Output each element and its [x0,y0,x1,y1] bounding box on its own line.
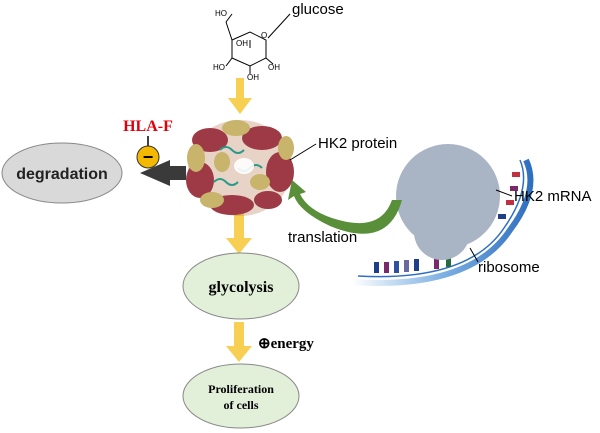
hk2-mrna-label: HK2 mRNA [514,188,592,205]
hk2-protein-structure [186,120,294,216]
ribosome-leader-line [469,247,479,263]
energy-label: ⊕energy [258,336,314,352]
inhibitor-symbol [136,145,160,169]
molecule-label: O [261,31,267,40]
hla-f-label: HLA-F [123,118,173,135]
molecule-label: OH [268,63,280,72]
translation-arrow [288,180,402,234]
proliferation-label-line2: of cells [224,398,259,412]
mrna-leader-line [495,189,513,197]
inhibitor-sign: − [143,147,154,167]
flow-arrows [226,78,252,362]
glucose-leader-line [267,13,291,39]
molecule-label: OH [247,73,259,82]
proliferation-node [182,363,300,429]
arrow-glucose-to-protein [228,78,252,114]
glucose-molecule [225,13,274,74]
arrow-protein-to-glycolysis [226,214,252,254]
molecule-label: HO [215,9,227,18]
ribosome-label: ribosome [478,259,540,276]
mrna-bases [374,172,520,273]
translation-label: translation [288,229,357,246]
glycolysis-node [182,252,300,320]
ribosome [396,144,500,260]
arrow-glycolysis-to-proliferation [226,322,252,362]
degradation-label: degradation [16,166,108,183]
glycolysis-label: glycolysis [209,279,274,296]
hk2-protein-label: HK2 protein [318,135,397,152]
degradation-node [1,142,123,204]
proliferation-label-line1: Proliferation [208,382,274,396]
protein-leader-line [289,143,317,161]
degradation-arrow [140,160,186,186]
molecule-label: HO [213,63,225,72]
glucose-label: glucose [292,1,344,18]
hk2-mrna-strand [351,158,534,286]
molecule-label: OH [236,39,248,48]
